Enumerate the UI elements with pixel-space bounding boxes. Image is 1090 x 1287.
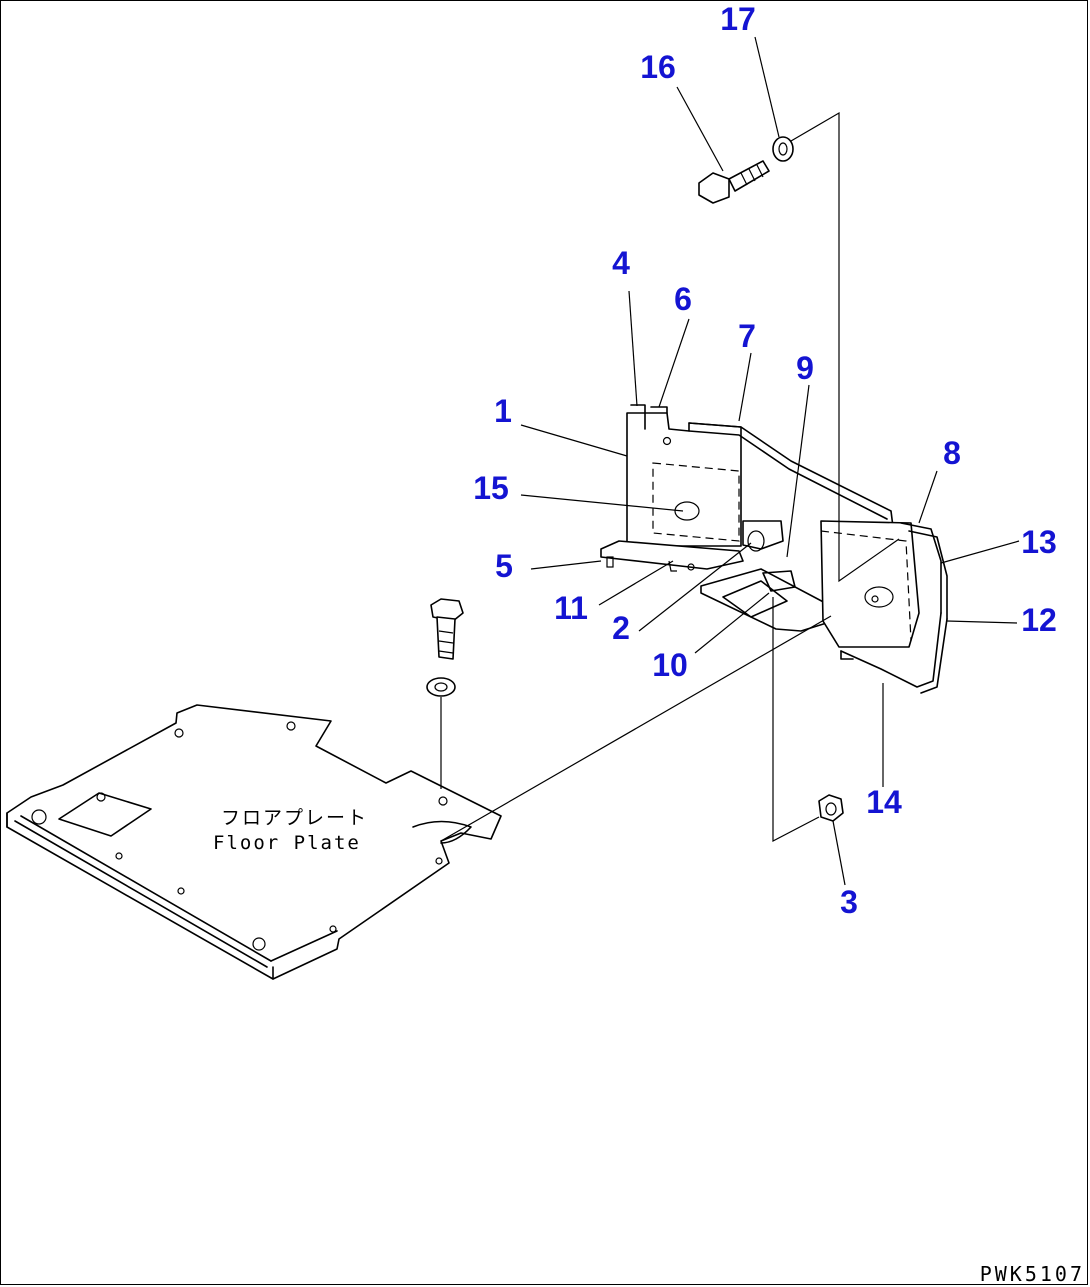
floor-bolt [430, 598, 464, 660]
callout-14: 14 [866, 784, 902, 820]
callout-13: 13 [1021, 524, 1057, 560]
callout-1: 1 [494, 393, 512, 429]
callout-6: 6 [674, 281, 692, 317]
callout-9: 9 [796, 350, 814, 386]
nut-3 [818, 794, 844, 822]
callout-11: 11 [554, 590, 588, 626]
callout-4: 4 [612, 245, 630, 281]
leader-lines [520, 36, 1020, 886]
callout-2: 2 [612, 610, 630, 646]
callout-16: 16 [640, 49, 676, 85]
callout-numbers: 1 2 3 4 5 6 7 8 9 10 11 12 13 14 15 16 1… [473, 1, 1057, 920]
washer-17 [772, 136, 794, 162]
callout-8: 8 [943, 435, 961, 471]
callout-7: 7 [738, 318, 756, 354]
callout-3: 3 [840, 884, 858, 920]
floor-washer [426, 677, 456, 697]
callout-12: 12 [1021, 602, 1057, 638]
floor-plate-label-jp: フロアプレート [221, 807, 368, 829]
callout-5: 5 [495, 548, 513, 584]
drawing-code: PWK5107 [980, 1262, 1085, 1286]
callout-10: 10 [652, 647, 688, 683]
centerline-floor-plate [440, 615, 832, 842]
callout-17: 17 [720, 1, 756, 37]
callout-15: 15 [473, 470, 509, 506]
floor-plate-label-en: Floor Plate [213, 832, 361, 854]
centerline-17 [790, 111, 900, 583]
bolt-16 [698, 160, 770, 204]
centerline-nut [772, 597, 820, 842]
bracket-assembly [600, 404, 948, 694]
floor-plate [6, 704, 502, 980]
